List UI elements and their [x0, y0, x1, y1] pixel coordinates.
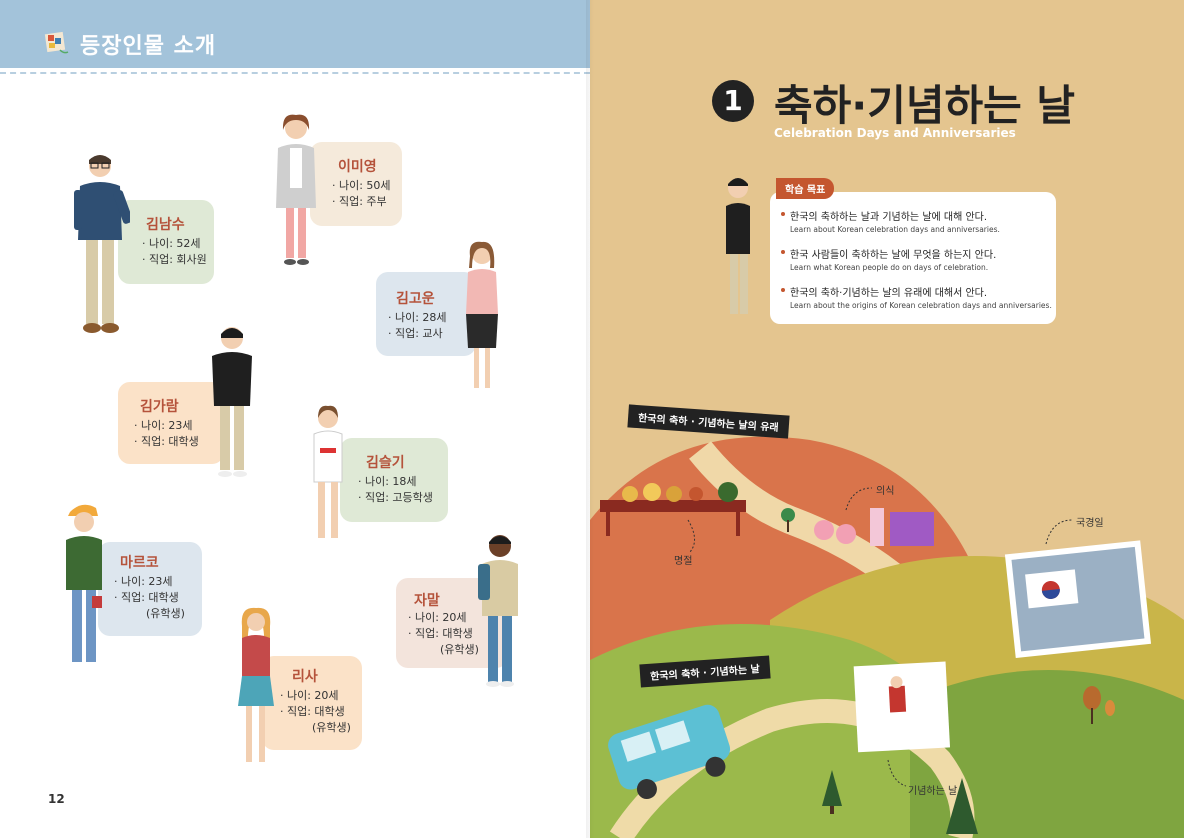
- character-card-kimnamsu: 김남수 · 나이: 52세 · 직업: 회사원: [118, 200, 214, 284]
- left-page: 등장인물 소개 김남수 · 나이: 52세 · 직업: 회사원 이미영 · 나이…: [0, 0, 590, 838]
- page-title: 등장인물 소개: [80, 34, 217, 59]
- character-card-kimgoun: 김고운 · 나이: 28세 · 직업: 교사: [376, 272, 476, 356]
- character-name: 마르코: [120, 555, 159, 571]
- person-kimnamsu: [74, 155, 130, 333]
- character-name: 김슬기: [366, 455, 405, 471]
- character-name: 이미영: [338, 159, 377, 175]
- learning-goals-box: 한국의 축하하는 날과 기념하는 날에 대해 안다. Learn about K…: [770, 192, 1056, 324]
- annotation-lines: [687, 487, 1073, 787]
- goal-item: 한국의 축하하는 날과 기념하는 날에 대해 안다. Learn about K…: [781, 208, 1000, 234]
- character-info: · 나이: 50세 · 직업: 주부: [332, 179, 391, 208]
- header-divider: [0, 72, 590, 74]
- label-memorial-day: 기념하는 날: [908, 786, 958, 797]
- character-name: 리사: [292, 669, 318, 685]
- character-card-kimgaram: 김가람 · 나이: 23세 · 직업: 대학생: [118, 382, 224, 464]
- character-info: · 나이: 52세 · 직업: 회사원: [142, 237, 207, 266]
- character-card-marco: 마르코 · 나이: 23세 · 직업: 대학생 (유학생): [98, 542, 202, 636]
- label-national-day: 국경일: [1076, 518, 1104, 529]
- character-card-lisa: 리사 · 나이: 20세 · 직업: 대학생 (유학생): [262, 656, 362, 750]
- person-kimgaram: [212, 327, 252, 477]
- person-marco: [66, 504, 102, 662]
- character-info: · 나이: 28세 · 직업: 교사: [388, 311, 447, 340]
- page-number: 12: [48, 792, 65, 806]
- character-card-kimseulgi: 김슬기 · 나이: 18세 · 직업: 고등학생: [340, 438, 448, 522]
- person-lisa: [238, 607, 274, 762]
- page-spine: [586, 0, 594, 838]
- person-leemiyoung: [276, 114, 316, 265]
- character-card-leemiyoung: 이미영 · 나이: 50세 · 직업: 주부: [310, 142, 402, 226]
- header-band: [0, 0, 590, 68]
- character-info: · 나이: 20세 · 직업: 대학생 (유학생): [408, 611, 479, 656]
- goal-item: 한국의 축하·기념하는 날의 유래에 대해서 안다. Learn about t…: [781, 284, 1052, 310]
- character-info: · 나이: 23세 · 직업: 대학생: [134, 419, 199, 448]
- goal-item: 한국 사람들이 축하하는 날에 무엇을 하는지 안다. Learn what K…: [781, 246, 996, 272]
- learning-goals-tag: 학습 목표: [776, 178, 835, 199]
- character-info: · 나이: 18세 · 직업: 고등학생: [358, 475, 433, 504]
- kite-icon: [44, 31, 69, 54]
- label-holiday: 명절: [674, 556, 693, 567]
- character-name: 김가람: [140, 399, 179, 415]
- character-name: 김남수: [146, 217, 185, 233]
- person-jamal: [478, 535, 518, 687]
- person-kimgoun: [466, 241, 498, 388]
- character-name: 자말: [414, 593, 440, 609]
- chapter-subtitle: Celebration Days and Anniversaries: [774, 126, 1016, 140]
- character-info: · 나이: 23세 · 직업: 대학생 (유학생): [114, 575, 185, 620]
- chapter-number-badge: 1: [712, 80, 754, 122]
- character-info: · 나이: 20세 · 직업: 대학생 (유학생): [280, 689, 351, 734]
- character-name: 김고운: [396, 291, 435, 307]
- person-kimseulgi: [313, 405, 343, 538]
- chapter-title: 축하·기념하는 날: [774, 81, 1076, 130]
- label-rite: 의식: [876, 486, 895, 497]
